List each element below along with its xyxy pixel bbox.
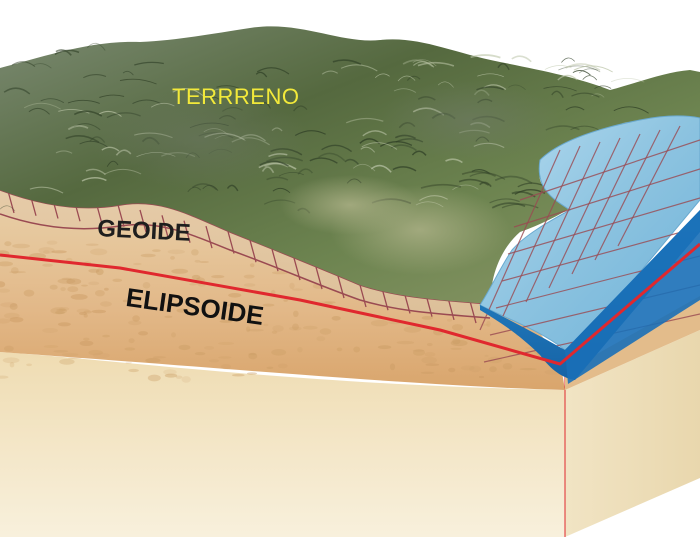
base-side-face: [565, 330, 700, 537]
geoid-label: GEOIDE: [96, 215, 192, 247]
ocean-depth-edge-lower: [565, 210, 700, 384]
base-front-face: [0, 352, 565, 537]
ellipsoid-line: [0, 242, 700, 366]
ocean-depth-edge: [480, 210, 700, 380]
terrain-label: TERRRENO: [172, 84, 300, 109]
soil-front-face: [0, 190, 565, 390]
